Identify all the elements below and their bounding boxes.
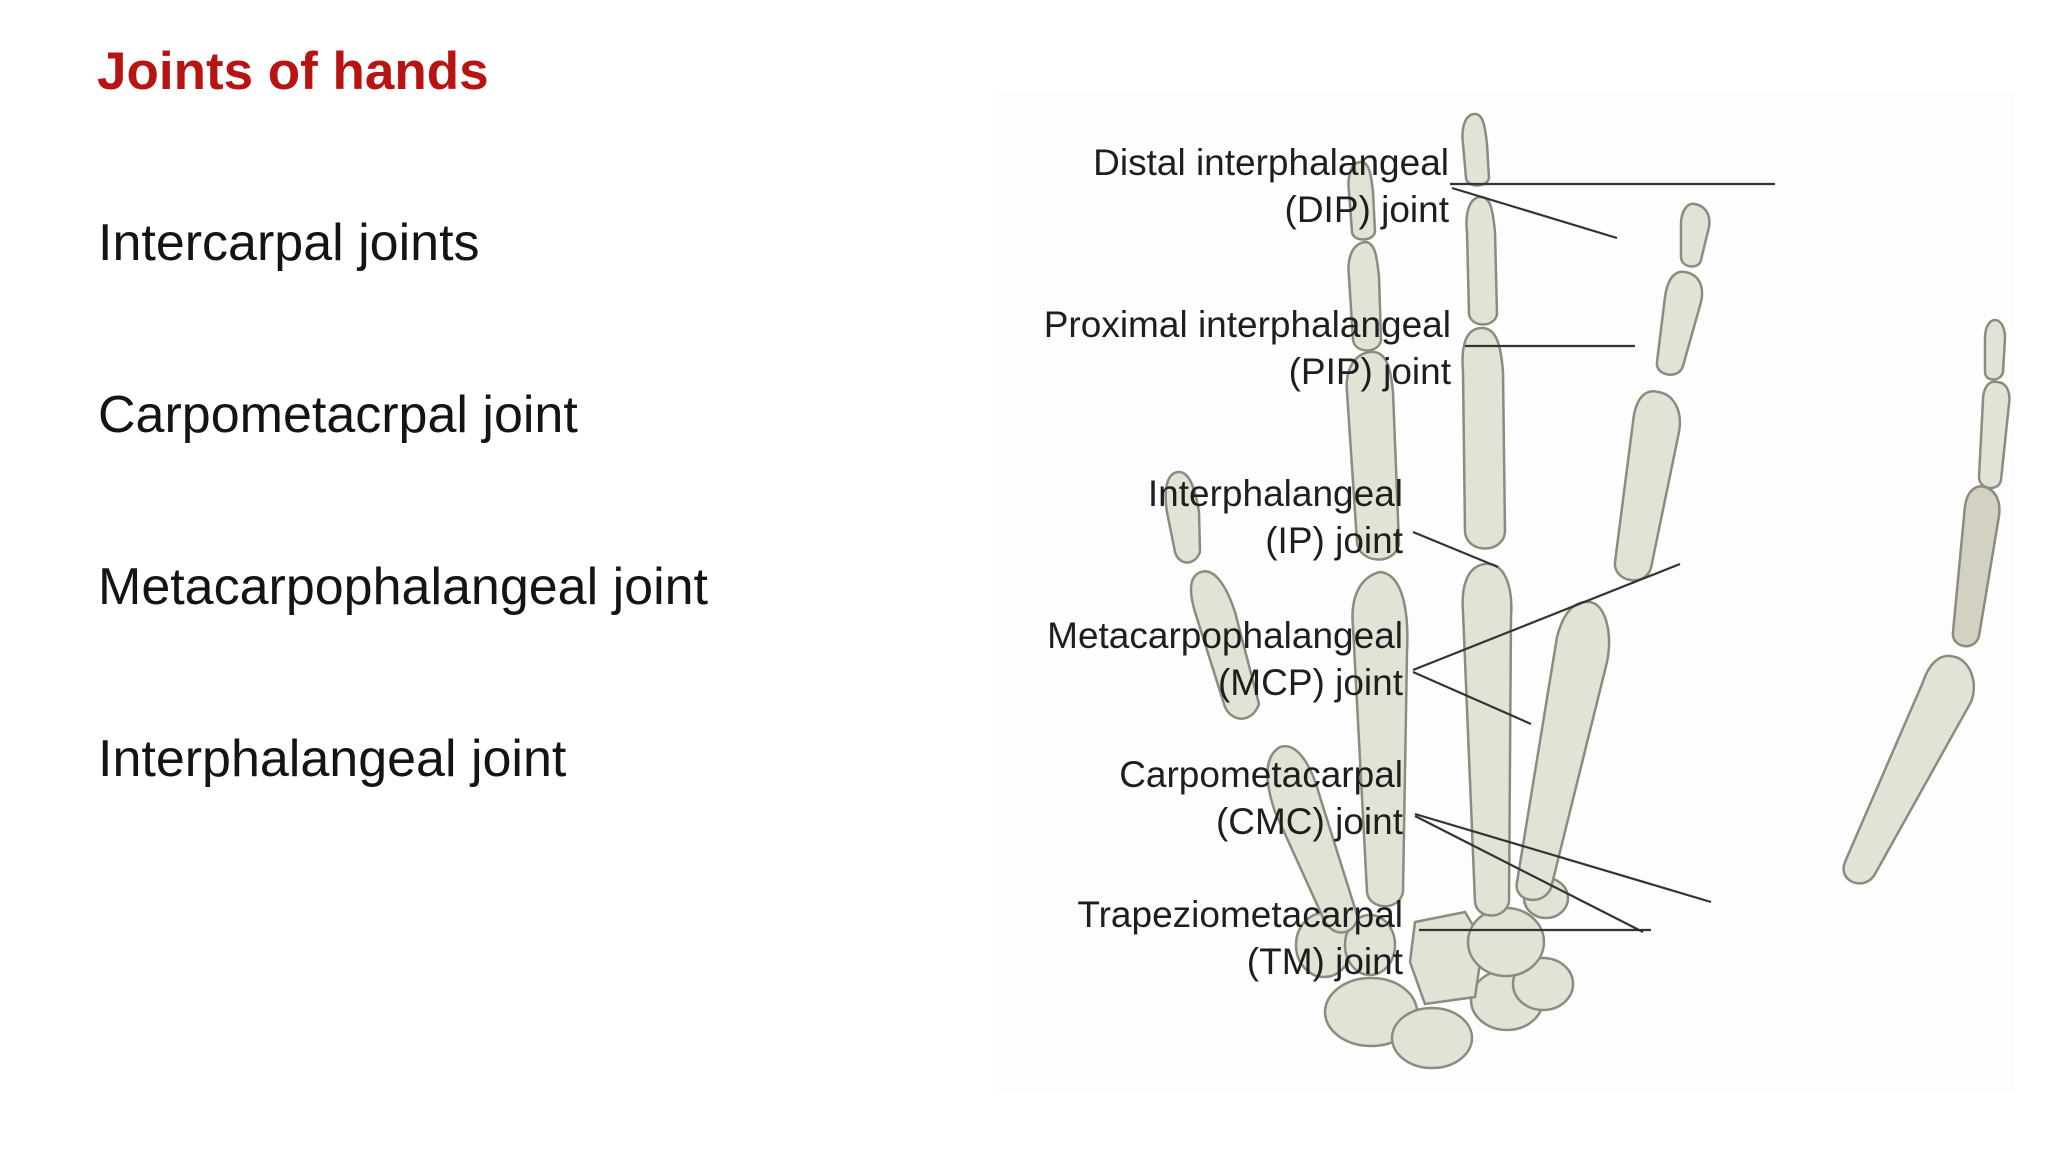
ip-label-line1: Interphalangeal (1148, 473, 1403, 514)
mcp-label-line1: Metacarpophalangeal (1047, 615, 1403, 656)
pip-label-line1: Proximal interphalangeal (1044, 304, 1451, 345)
tm-label-line2: (TM) joint (1247, 941, 1404, 982)
hand-skeleton-illustration: Distal interphalangeal (DIP) joint Proxi… (1044, 112, 2011, 1070)
leader-ip (1412, 530, 1499, 569)
mcp-label-line2: (MCP) joint (1218, 662, 1404, 703)
list-item-interphalangeal: Interphalangeal joint (98, 730, 567, 788)
dip-label-line2: (DIP) joint (1285, 189, 1450, 230)
leader-cmc-upper (1414, 812, 1712, 904)
tm-label-line1: Trapeziometacarpal (1077, 894, 1403, 935)
leader-lines (1412, 182, 1775, 933)
dip-label-line1: Distal interphalangeal (1093, 142, 1449, 183)
list-item-carpometacarpal: Carpometacrpal joint (98, 386, 578, 444)
list-item-metacarpophalangeal: Metacarpophalangeal joint (98, 558, 708, 616)
cmc-label-line2: (CMC) joint (1216, 801, 1404, 842)
pip-label-line2: (PIP) joint (1289, 351, 1452, 392)
cmc-label-line1: Carpometacarpal (1119, 754, 1403, 795)
leader-mcp-lower (1412, 670, 1532, 726)
slide-title: Joints of hands (97, 42, 489, 101)
hand-joints-diagram: Distal interphalangeal (DIP) joint Proxi… (995, 92, 2015, 1092)
leader-mcp-upper (1412, 562, 1681, 672)
ip-label-line2: (IP) joint (1265, 520, 1403, 561)
joint-labels: Distal interphalangeal (DIP) joint Proxi… (1044, 142, 1452, 982)
hand-bones (1164, 112, 2011, 1070)
list-item-intercarpal: Intercarpal joints (98, 214, 480, 272)
leader-cmc-lower (1414, 815, 1644, 933)
leader-dip-lower (1451, 186, 1618, 240)
